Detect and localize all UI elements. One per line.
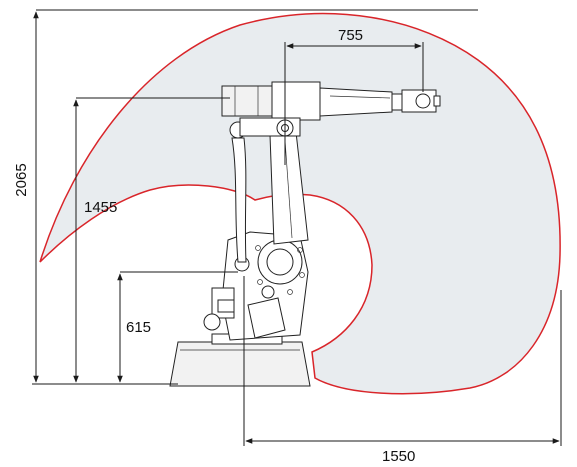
robot-lower-arm <box>269 131 309 245</box>
base-height-label: 615 <box>126 319 151 336</box>
arm-height-label: 1455 <box>84 199 117 216</box>
dimension-arrows <box>33 11 560 444</box>
robot-base <box>169 333 311 387</box>
robot-turret <box>203 231 309 341</box>
robot-wrist <box>401 89 441 113</box>
horizontal-reach-label: 1550 <box>382 448 415 465</box>
arm-reach-label: 755 <box>338 27 363 44</box>
overall-height-label: 2065 <box>13 163 30 196</box>
dimension-extension-lines <box>32 9 562 446</box>
